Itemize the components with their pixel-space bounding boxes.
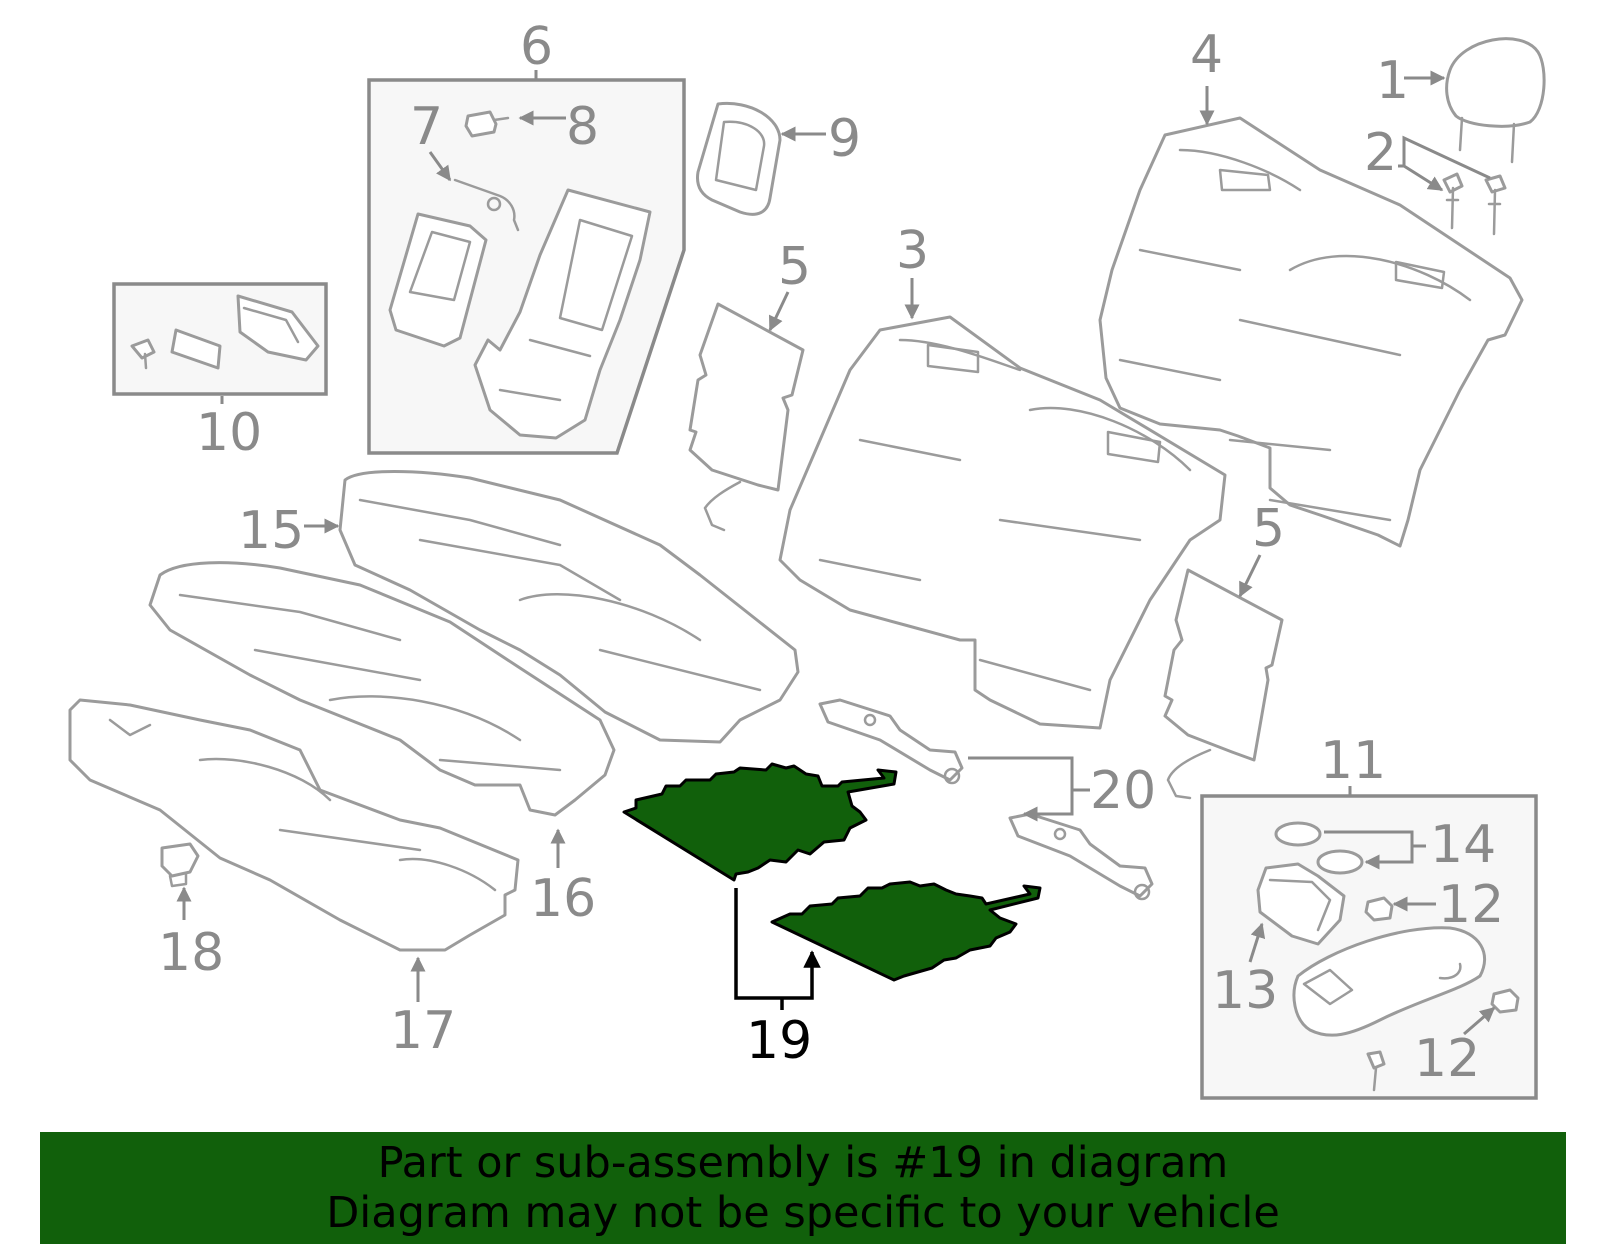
leader-14 — [1324, 830, 1426, 862]
leader-5a — [768, 291, 790, 332]
part-9-trim-bezel[interactable] — [696, 101, 782, 216]
part-13-cup-holder[interactable] — [1256, 862, 1346, 946]
callout-7: 7 — [410, 97, 443, 157]
callout-15: 15 — [238, 501, 304, 561]
callout-11: 11 — [1320, 731, 1386, 791]
leader-7 — [428, 151, 452, 182]
leader-2 — [1398, 135, 1491, 190]
banner-line-2: Diagram may not be specific to your vehi… — [326, 1188, 1280, 1238]
callout-9: 9 — [828, 109, 861, 169]
callout-6: 6 — [520, 17, 553, 77]
part-15-seat-cushion-upper[interactable] — [338, 470, 800, 744]
part-8-pin[interactable] — [464, 110, 510, 138]
part-10-cup-holder-kit[interactable] — [130, 294, 320, 370]
callout-5b: 5 — [1252, 499, 1285, 559]
part-12-nut-upper[interactable] — [1364, 896, 1394, 922]
leader-12b — [1463, 1006, 1496, 1036]
callout-4: 4 — [1190, 25, 1223, 85]
part-2-headrest-guides[interactable] — [1442, 172, 1507, 236]
callout-12b: 12 — [1414, 1029, 1480, 1089]
leader-20 — [968, 756, 1090, 814]
callout-5a: 5 — [778, 237, 811, 297]
leader-19 — [734, 888, 812, 1010]
part-19-seat-heater-lower[interactable] — [770, 880, 1042, 982]
part-18-clip[interactable] — [160, 842, 200, 888]
callout-8: 8 — [566, 97, 599, 157]
callout-20: 20 — [1090, 761, 1156, 821]
part-7-spring[interactable] — [453, 178, 520, 232]
part-5-seatback-panel-right[interactable] — [1163, 568, 1284, 800]
part-16-seat-cushion-middle[interactable] — [148, 561, 616, 817]
part-20-hinge-upper[interactable] — [818, 698, 964, 785]
info-banner: Part or sub-assembly is #19 in diagram D… — [40, 1132, 1566, 1244]
callout-13: 13 — [1212, 961, 1278, 1021]
callout-10: 10 — [196, 403, 262, 463]
callout-18: 18 — [158, 923, 224, 983]
callout-14: 14 — [1430, 815, 1496, 875]
leader-13 — [1248, 922, 1266, 963]
callout-17: 17 — [390, 1001, 456, 1061]
callout-12a: 12 — [1438, 875, 1504, 935]
part-4-seatback-frame[interactable] — [1098, 116, 1524, 548]
part-6-armrest-assembly[interactable] — [473, 188, 652, 440]
part-12-nut-lower[interactable] — [1490, 988, 1520, 1014]
part-11-screw[interactable] — [1366, 1050, 1386, 1092]
callout-1: 1 — [1376, 51, 1409, 111]
callout-2: 2 — [1364, 123, 1397, 183]
part-1-headrest[interactable] — [1445, 37, 1546, 164]
banner-line-1: Part or sub-assembly is #19 in diagram — [377, 1138, 1229, 1188]
part-3-seatback-cushion[interactable] — [778, 315, 1227, 730]
callout-19: 19 — [746, 1011, 812, 1071]
part-20-hinge-lower[interactable] — [1008, 812, 1154, 901]
part-17-seat-cushion-lower[interactable] — [68, 698, 520, 952]
callout-3: 3 — [896, 221, 929, 281]
part-11-armrest[interactable] — [1292, 926, 1487, 1037]
callout-16: 16 — [530, 869, 596, 929]
part-6-latch[interactable] — [388, 212, 488, 348]
leader-5b — [1238, 554, 1262, 598]
part-5-seatback-panel-left[interactable] — [688, 302, 805, 532]
part-19-seat-heater-upper[interactable] — [622, 762, 898, 882]
